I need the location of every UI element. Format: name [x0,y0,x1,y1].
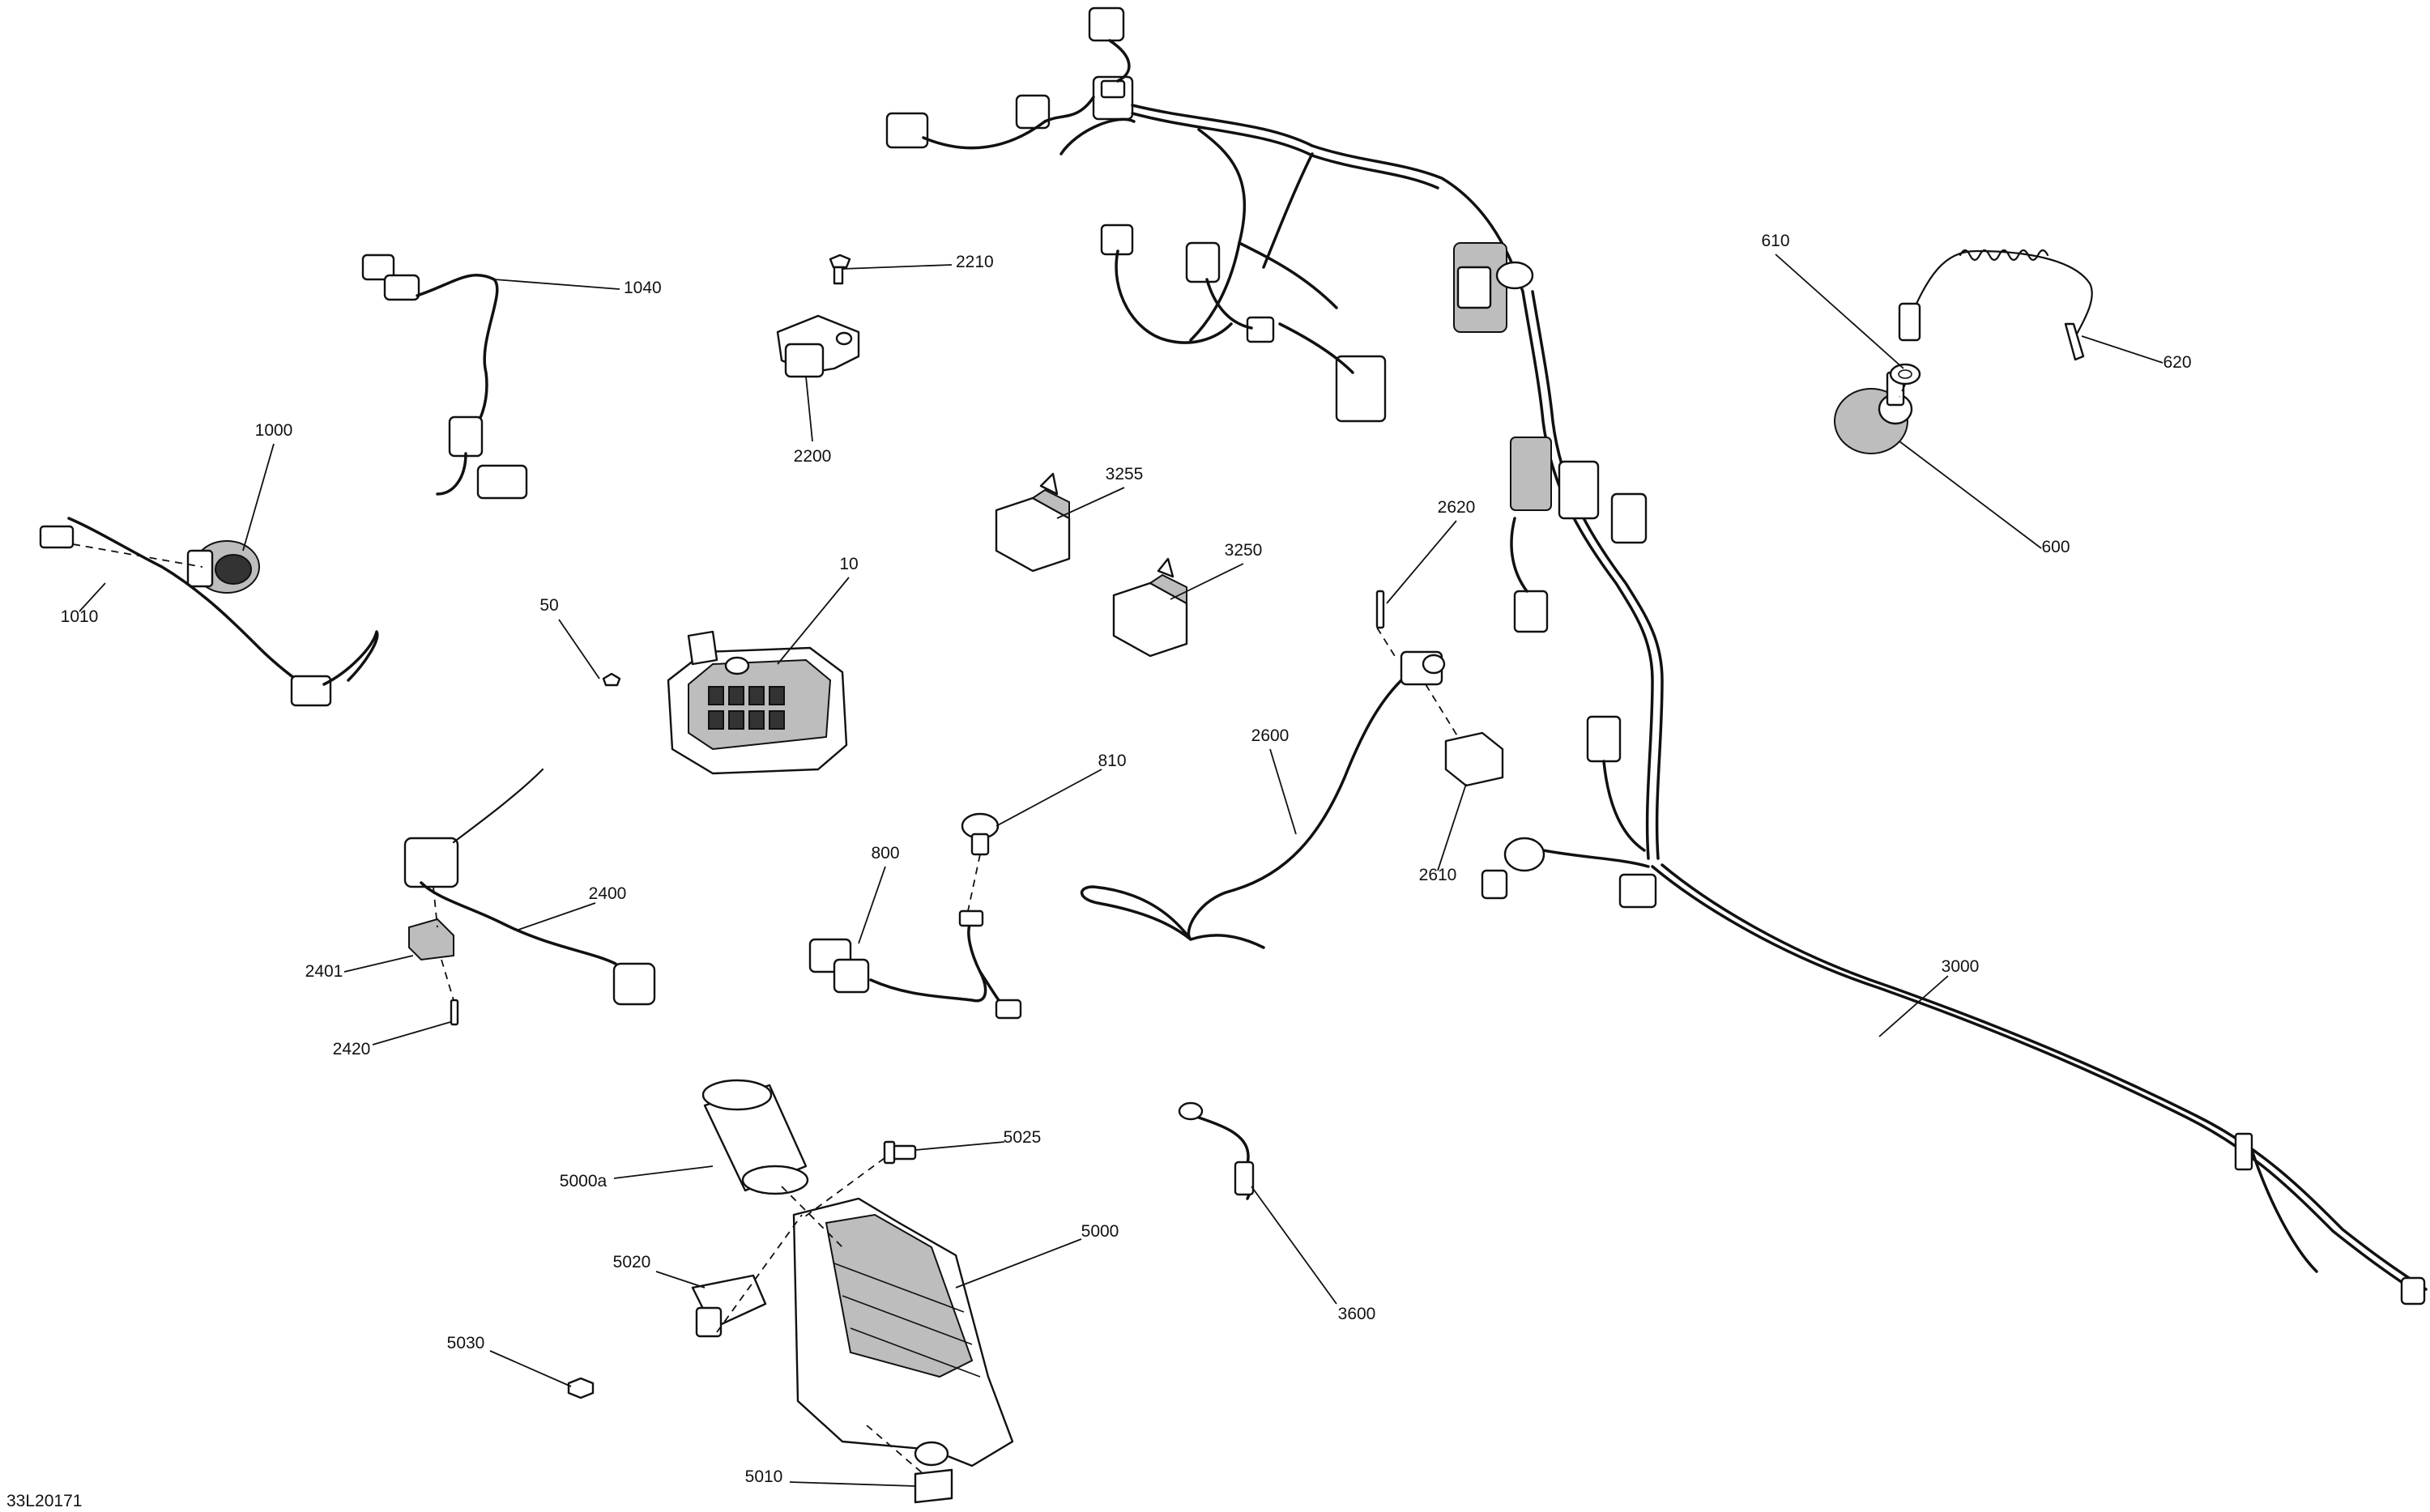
callout-label-3600: 3600 [1338,1305,1376,1323]
callout-label-5030: 5030 [447,1334,485,1352]
callout-label-2210: 2210 [956,253,994,271]
sensor-harness-2600 [1080,650,1446,949]
harness-2400 [403,768,656,1006]
nut-5030 [567,1377,595,1399]
callout-label-620: 620 [2163,353,2191,372]
callout-label-5010: 5010 [745,1467,783,1486]
callout-label-5000a: 5000a [560,1172,608,1190]
callout-label-2600: 2600 [1251,726,1290,745]
bolt-5025 [883,1140,917,1165]
callout-label-5025: 5025 [1004,1128,1042,1147]
callout-label-810: 810 [1098,752,1126,770]
callout-label-600: 600 [2041,538,2070,556]
power-socket-1000 [186,540,260,594]
tie-2420 [450,999,459,1026]
callout-label-5020: 5020 [613,1253,651,1271]
bracket-5020 [691,1274,767,1338]
callout-label-5000: 5000 [1081,1222,1119,1241]
connector-bracket-2200 [776,253,860,378]
diagram-reference-code: 33L20171 [6,1492,82,1510]
callout-label-10: 10 [839,555,858,573]
main-harness-3000 [885,6,2428,1305]
battery-cable-3600 [1178,1101,1255,1200]
callout-label-2401: 2401 [305,962,343,981]
leader-lines [79,253,2164,1487]
sensor-800 [808,909,1022,1020]
switch-3255 [995,472,1071,573]
callout-label-3255: 3255 [1106,465,1144,483]
nut-610 [1889,363,1921,385]
callout-label-2400: 2400 [589,884,627,903]
harness-1010 [39,517,379,707]
callout-label-2420: 2420 [333,1040,371,1058]
clip-5010 [914,1468,953,1504]
fuse-box-10 [602,630,848,775]
callout-label-3250: 3250 [1225,541,1263,560]
can-5000a [701,1079,809,1195]
callout-label-1010: 1010 [61,607,99,626]
tether-cord-620 [1898,249,2093,361]
callout-label-800: 800 [871,844,899,862]
callout-label-50: 50 [539,596,558,615]
callout-label-2200: 2200 [794,447,832,466]
switch-3250 [1112,557,1188,658]
callout-label-3000: 3000 [1942,957,1980,976]
callout-label-610: 610 [1761,232,1789,250]
callout-label-1000: 1000 [255,421,293,440]
assembly-lines [72,384,1906,1475]
callout-label-2610: 2610 [1419,866,1457,884]
callout-labels: 1040221022001000101050103255325026206106… [61,232,2192,1486]
callout-label-1040: 1040 [624,279,662,297]
harness-1040 [361,253,528,500]
module-5000 [792,1197,1014,1467]
pin-2620 [1375,590,1385,629]
callout-label-2620: 2620 [1438,498,1476,517]
clip-2401 [408,918,454,961]
grommet-810 [961,812,1000,856]
sensor-2610 [1444,731,1504,787]
key-switch-600 [1834,371,1913,454]
